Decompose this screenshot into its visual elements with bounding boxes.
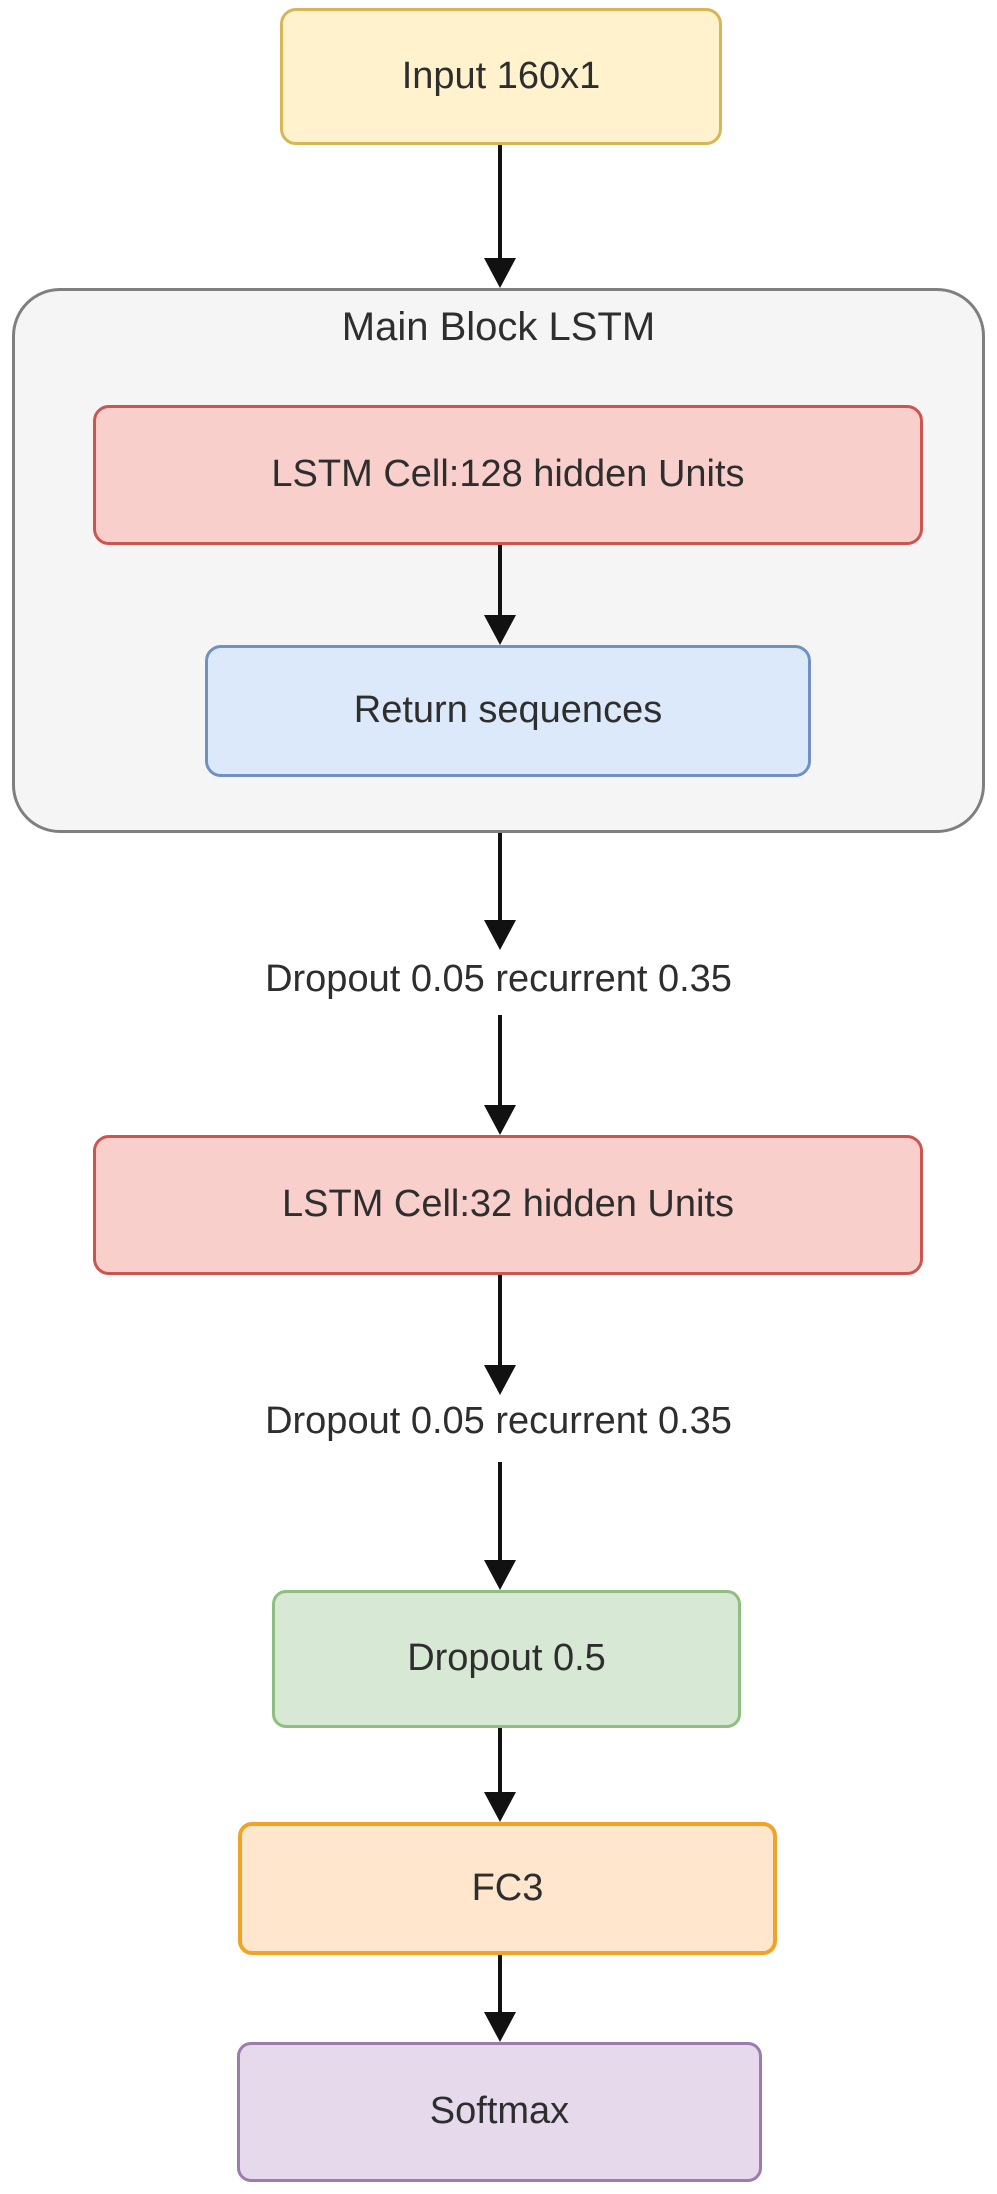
arrow-stem	[498, 1015, 502, 1105]
node-lstm-cell-128: LSTM Cell:128 hidden Units	[93, 405, 923, 545]
node-return-sequences-label: Return sequences	[353, 689, 663, 732]
arrow-stem	[498, 1275, 502, 1365]
arrow-head-icon	[484, 1105, 516, 1135]
node-fc3-label: FC3	[471, 1866, 544, 1909]
node-lstm-cell-32-label: LSTM Cell:32 hidden Units	[282, 1183, 734, 1226]
arrow-head-icon	[484, 1365, 516, 1395]
arrow-annotation-to-lstm32	[483, 1015, 517, 1135]
arrow-annotation-to-dropout	[483, 1462, 517, 1590]
arrow-lstm32-to-dropout-annotation	[483, 1275, 517, 1395]
node-lstm-cell-32: LSTM Cell:32 hidden Units	[93, 1135, 923, 1275]
node-return-sequences: Return sequences	[205, 645, 811, 777]
arrow-fc3-to-softmax	[483, 1955, 517, 2042]
arrow-head-icon	[484, 2012, 516, 2042]
arrow-dropout-to-fc3	[483, 1728, 517, 1822]
arrow-head-icon	[484, 615, 516, 645]
node-main-block-label: Main Block LSTM	[341, 305, 656, 349]
arrow-stem	[498, 833, 502, 920]
arrow-head-icon	[484, 920, 516, 950]
arrow-main-block-to-dropout-annotation	[483, 833, 517, 950]
arrow-stem	[498, 145, 502, 258]
annotation-dropout-recurrent-2: Dropout 0.05 recurrent 0.35	[265, 1400, 732, 1442]
node-softmax-label: Softmax	[429, 2090, 570, 2133]
arrow-lstm128-to-return-sequences	[483, 545, 517, 645]
arrow-head-icon	[484, 258, 516, 288]
arrow-head-icon	[484, 1792, 516, 1822]
arrow-stem	[498, 1728, 502, 1792]
arrow-stem	[498, 1462, 502, 1560]
node-lstm-cell-128-label: LSTM Cell:128 hidden Units	[271, 453, 745, 496]
arrow-stem	[498, 545, 502, 615]
arrow-head-icon	[484, 1560, 516, 1590]
arrow-stem	[498, 1955, 502, 2012]
arrow-input-to-main-block	[483, 145, 517, 288]
node-input: Input 160x1	[280, 8, 722, 145]
node-dropout-label: Dropout 0.5	[407, 1637, 606, 1680]
node-softmax: Softmax	[237, 2042, 762, 2182]
node-fc3: FC3	[238, 1822, 777, 1955]
node-dropout: Dropout 0.5	[272, 1590, 741, 1728]
node-input-label: Input 160x1	[401, 54, 601, 97]
annotation-dropout-recurrent-1: Dropout 0.05 recurrent 0.35	[265, 958, 732, 1000]
